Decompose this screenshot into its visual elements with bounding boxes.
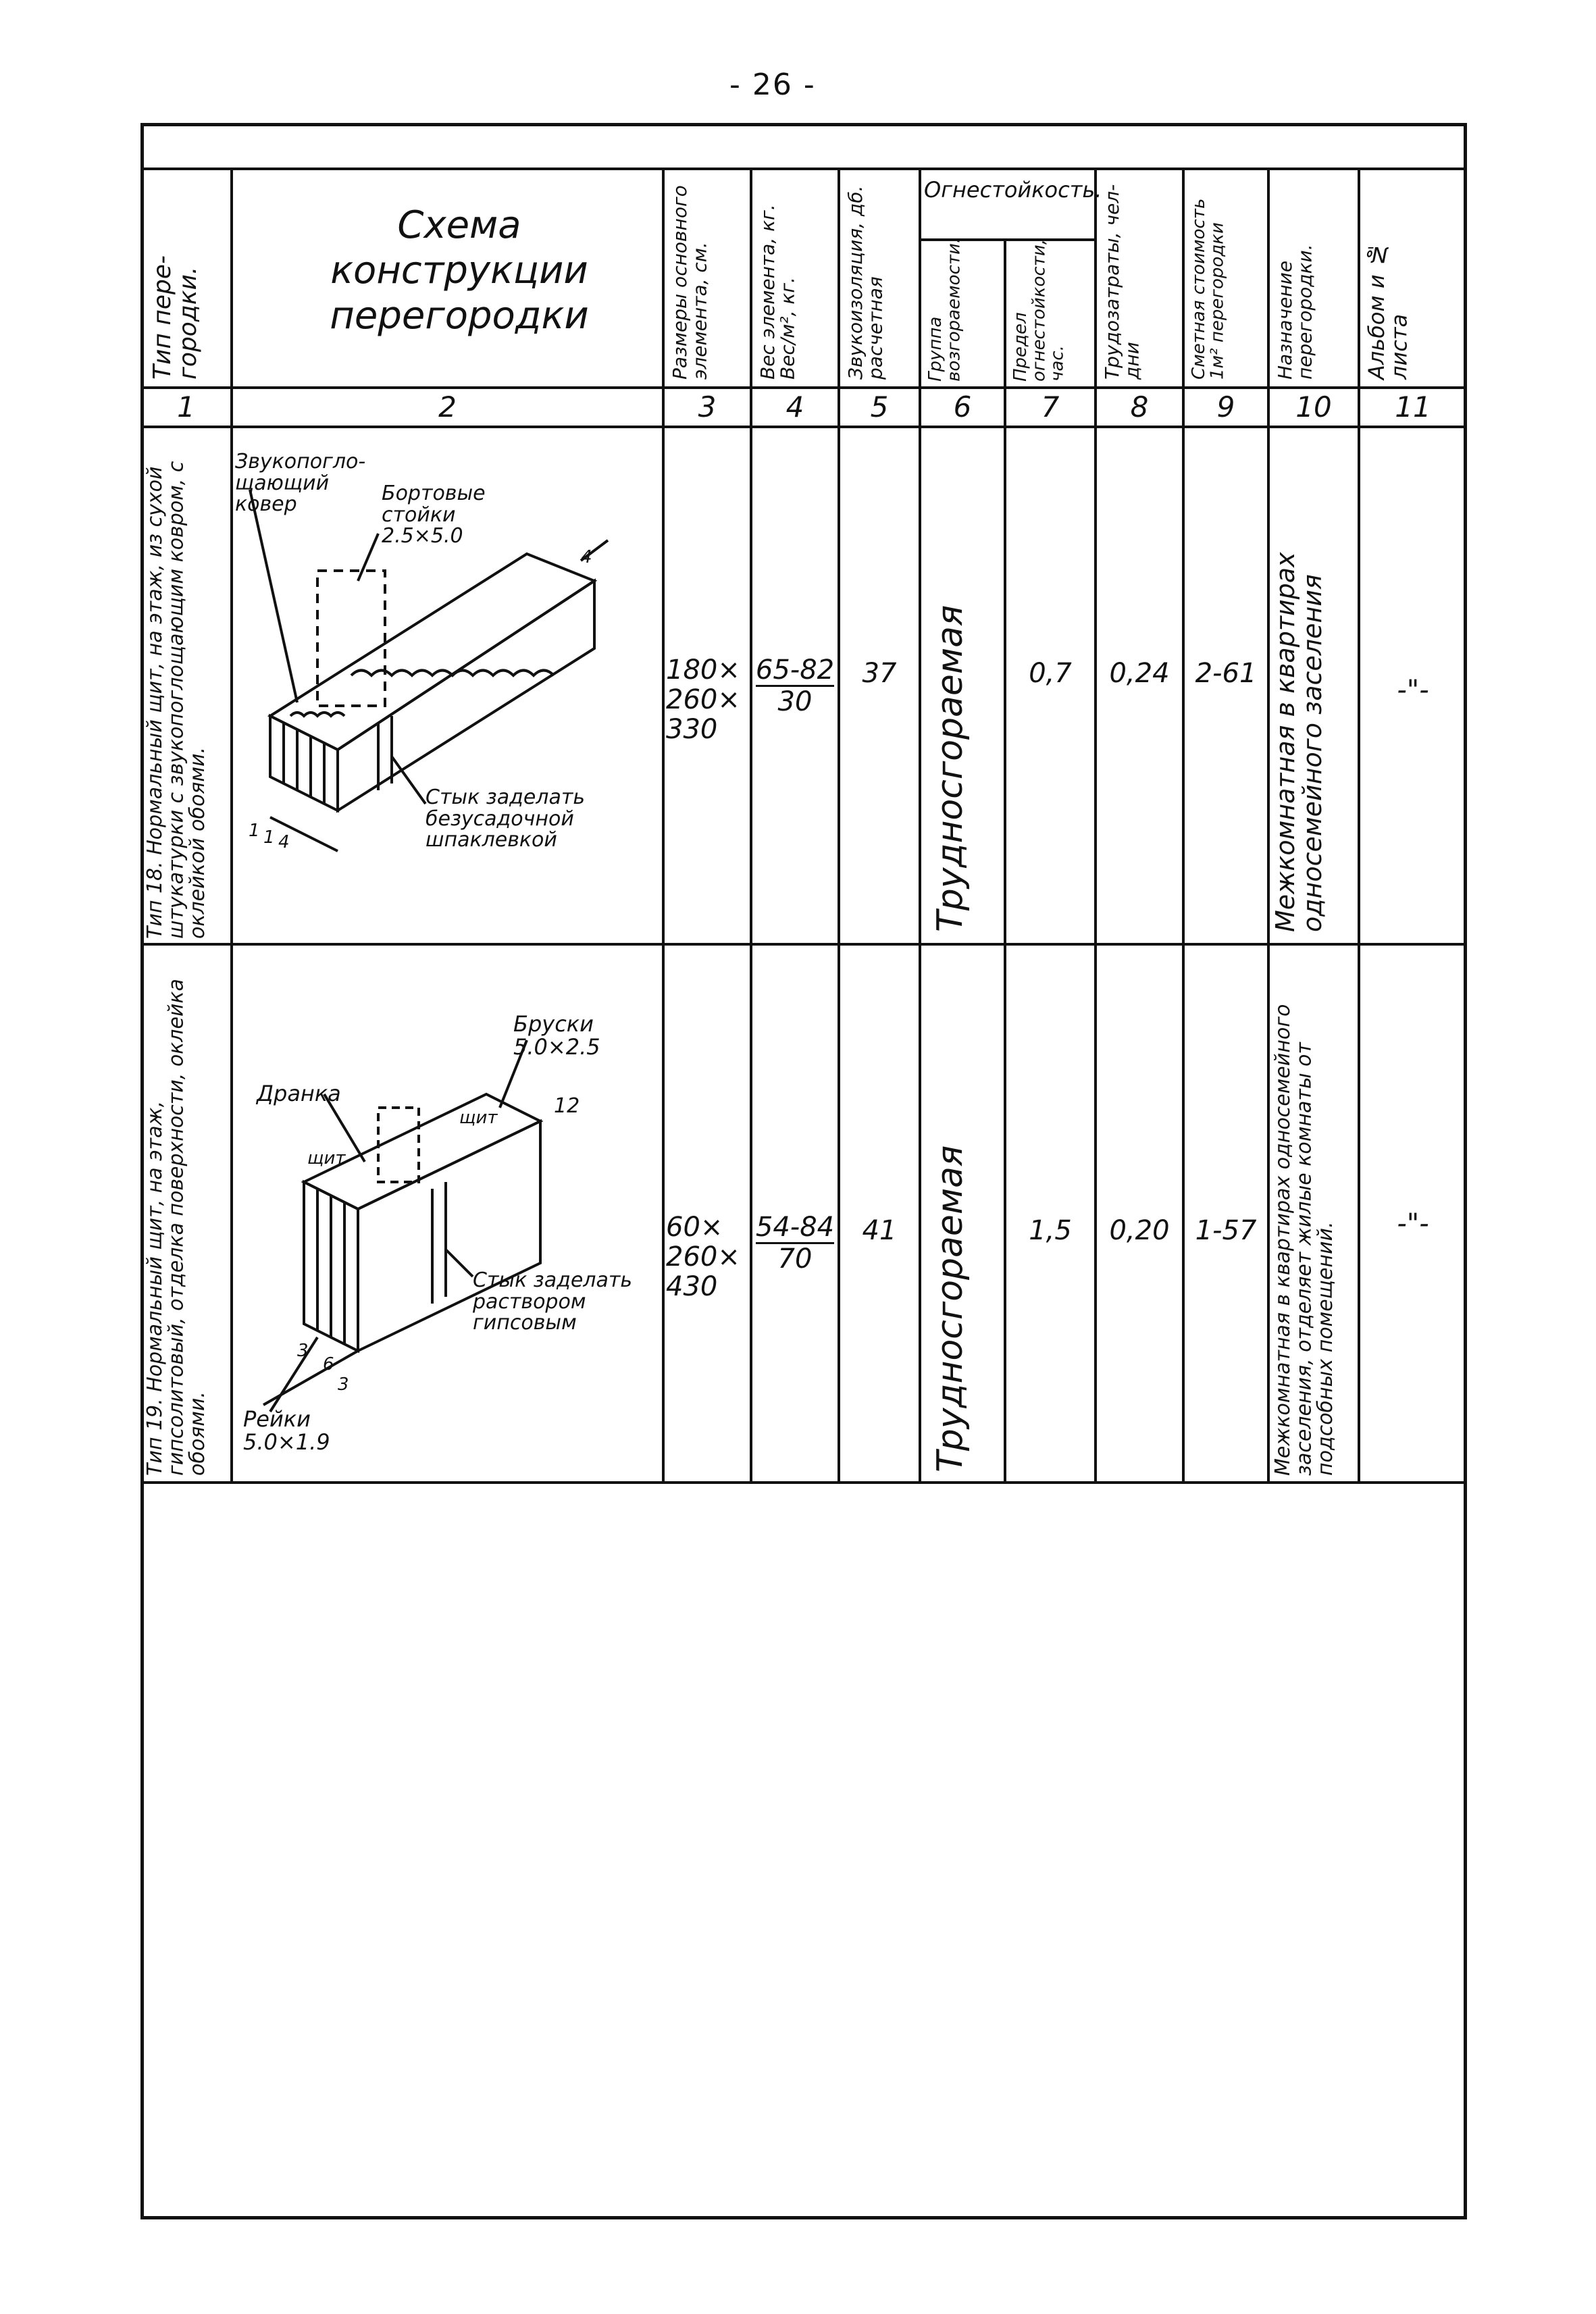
row1-fire-limit: 0,7 — [1029, 658, 1072, 689]
row2-album: -"- — [1397, 1208, 1429, 1239]
col-num-8: 8 — [1130, 390, 1149, 423]
col-num-4: 4 — [786, 390, 804, 423]
row1-label-sound-absorbing: Звукопогло-щающий ковер — [235, 450, 366, 516]
col-num-2: 2 — [438, 390, 457, 423]
row1-size: 180× 260× 330 — [666, 655, 750, 744]
row2-combustibility: Трудносгораемая — [930, 1145, 971, 1472]
page-number: - 26 - — [729, 68, 816, 102]
col-num-11: 11 — [1395, 390, 1431, 423]
row1-weight-top: 65-82 — [755, 654, 835, 687]
row1-dim-a: 1 — [249, 821, 260, 841]
col-num-1: 1 — [177, 390, 195, 423]
col-num-10: 10 — [1295, 390, 1332, 423]
row1-weight-bottom: 30 — [777, 686, 813, 717]
row2-weight-top: 54-84 — [755, 1212, 835, 1244]
row2-sound: 41 — [862, 1215, 897, 1246]
row2-size-2: 260× — [666, 1241, 740, 1272]
row2-dim-b: 6 — [323, 1354, 334, 1374]
table-frame — [140, 123, 1467, 2219]
row1-cost: 2-61 — [1195, 658, 1257, 689]
row1-labor: 0,24 — [1109, 658, 1170, 689]
row1-label-studs: Бортовые стойки 2.5×5.0 — [382, 482, 486, 548]
row2-size-1: 60× — [666, 1212, 723, 1243]
col-num-7: 7 — [1041, 390, 1060, 423]
row2-dim-a: 3 — [297, 1341, 309, 1361]
row1-size-3: 330 — [666, 714, 718, 745]
col-num-9: 9 — [1216, 390, 1235, 423]
row2-label-bars: Бруски 5.0×2.5 — [513, 1011, 600, 1060]
row1-dim-c: 4 — [278, 832, 290, 852]
row2-fire-limit: 1,5 — [1029, 1215, 1072, 1246]
row2-label-joint: Стык заделать раствором гипсовым — [473, 1268, 633, 1335]
row1-weight: 65-82 30 — [752, 655, 838, 717]
header-scheme: Схема конструкции перегородки — [330, 203, 589, 338]
row2-label-shield-b: щит — [459, 1108, 498, 1128]
row2-labor: 0,20 — [1109, 1215, 1170, 1246]
row2-weight: 54-84 70 — [752, 1212, 838, 1274]
row2-purpose: Межкомнатная в квартирах односемейного з… — [1271, 1004, 1337, 1476]
row1-dim-b: 1 — [263, 827, 275, 848]
row2-label-shingles: Дранка — [257, 1081, 341, 1106]
col-num-3: 3 — [698, 390, 717, 423]
row2-size-3: 430 — [666, 1271, 718, 1302]
row2-size: 60× 260× 430 — [666, 1212, 750, 1302]
row2-weight-bottom: 70 — [777, 1243, 813, 1275]
row1-album: -"- — [1397, 675, 1429, 706]
row1-sound: 37 — [862, 658, 897, 689]
row2-cost: 1-57 — [1195, 1215, 1257, 1246]
row1-dim-top: 4 — [581, 547, 592, 567]
row1-size-1: 180× — [666, 654, 740, 686]
row2-dim-c: 3 — [338, 1374, 349, 1395]
row1-size-2: 260× — [666, 684, 740, 715]
row2-dim-top: 12 — [554, 1094, 580, 1118]
row2-label-shield-a: щит — [307, 1148, 346, 1168]
row1-label-joint: Стык заделать безусадочной шпаклевкой — [426, 786, 586, 852]
col-num-6: 6 — [953, 390, 972, 423]
row2-label-laths: Рейки 5.0×1.9 — [243, 1406, 330, 1455]
col-num-5: 5 — [870, 390, 889, 423]
header-fire-group: Огнестойкость. — [924, 177, 1102, 203]
